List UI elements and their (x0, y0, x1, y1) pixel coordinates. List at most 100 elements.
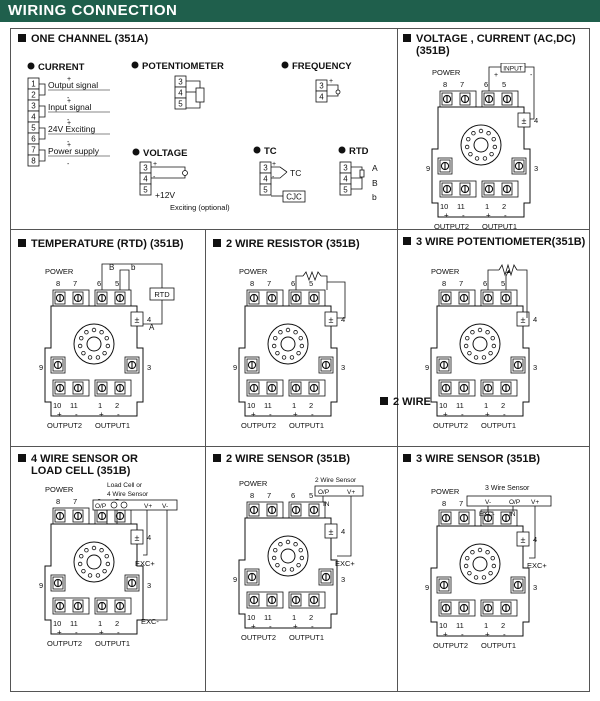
rtd-heading: RTD (349, 146, 369, 157)
socket-pin (465, 555, 470, 561)
socket-center (86, 336, 102, 352)
socket-pin (285, 539, 291, 545)
socket-pin (275, 350, 280, 356)
plus-sign: + (57, 628, 62, 637)
sensor-box (92, 499, 178, 511)
terminal-number: 2 (115, 401, 119, 410)
terminal-number: 7 (459, 279, 463, 288)
minus-sign: - (462, 211, 465, 220)
pot-heading: POTENTIOMETER (142, 61, 224, 72)
socket-pin (91, 545, 97, 551)
terminal-number: 3 (31, 102, 36, 111)
terminal-number: 4 (147, 315, 151, 324)
socket-pin (289, 355, 295, 360)
bracket-wire (39, 149, 46, 162)
terminal-number: 4 (341, 527, 345, 536)
socket-pin (477, 547, 483, 553)
output1-label: OUTPUT1 (481, 641, 516, 650)
socket-pin (102, 568, 107, 574)
rtd-terminal-5 (339, 183, 352, 196)
terminal-number: 3 (147, 581, 151, 590)
minus-sign: - (117, 628, 120, 637)
plus-sign: + (67, 98, 71, 105)
minus-sign: - (461, 630, 464, 639)
plus-sign: + (444, 211, 449, 220)
freq-heading: FREQUENCY (292, 61, 352, 72)
minus-sign: - (311, 410, 314, 419)
output2-label: OUTPUT2 (47, 421, 82, 430)
plus-sign: + (272, 161, 276, 168)
output1-label: OUTPUT1 (95, 421, 130, 430)
terminal-number: 3 (147, 363, 151, 372)
resistor-icon (302, 270, 322, 282)
current-heading: CURRENT (38, 62, 85, 73)
exc-minus-label: EXC- (479, 511, 495, 518)
plus-sign: + (251, 622, 256, 631)
plus-sign: + (67, 142, 71, 149)
socket-pin (285, 327, 291, 333)
terminal-number: 4 (178, 89, 183, 98)
socket-pin (104, 553, 109, 559)
minus-sign: - (530, 72, 533, 79)
plus-sign: + (443, 410, 448, 419)
socket-pin (95, 355, 101, 360)
terminal-number: 7 (31, 146, 36, 155)
socket-pin (298, 335, 303, 341)
terminal-number: 5 (31, 124, 36, 133)
terminal-number: 9 (425, 363, 429, 372)
minus-sign: - (67, 95, 70, 102)
terminal-number: 6 (97, 279, 101, 288)
terminal-4-symbol: ± (135, 533, 140, 543)
voltage-wire (151, 175, 186, 179)
terminal-4-box (324, 523, 338, 539)
pot-wire (517, 269, 528, 318)
terminal-number: 7 (267, 491, 271, 500)
plus-sign: + (485, 630, 490, 639)
terminal-4-box (130, 529, 144, 545)
terminal-number: 8 (442, 499, 446, 508)
tc-terminal-5 (259, 183, 272, 196)
sensor-label: 3 Wire Sensor (485, 485, 530, 492)
output2-label: OUTPUT2 (433, 421, 468, 430)
socket-pin (477, 327, 483, 333)
output2-label: OUTPUT2 (47, 639, 82, 648)
current-terminal-8 (27, 154, 40, 167)
module-four-wire: ±POWER8765493101112+-+-OUTPUT2OUTPUT1Loa… (39, 482, 178, 648)
sensor-wire (337, 496, 352, 557)
minus-sign: - (67, 161, 70, 168)
socket-pin (84, 330, 89, 335)
socket-pin (102, 350, 107, 356)
terminal-number: 4 (147, 533, 151, 542)
bullet-circle-icon (131, 61, 139, 69)
socket-pin (468, 151, 473, 157)
voltage-heading: VOLTAGE (143, 148, 188, 159)
freq-wire (327, 94, 339, 97)
terminal-number: 5 (502, 80, 506, 89)
terminal-4-box (517, 112, 531, 128)
minus-sign: - (272, 174, 275, 181)
plus-sign: + (329, 78, 333, 85)
voltage-source-icon (182, 170, 188, 176)
socket-pin (99, 548, 104, 553)
output2-label: OUTPUT2 (433, 641, 468, 650)
terminal-number: 2 (502, 202, 506, 211)
freq-wire (327, 84, 339, 90)
lc-wire (143, 510, 148, 556)
sensor-box (314, 485, 364, 497)
terminal-4-symbol: ± (329, 315, 334, 325)
terminal-number: 11 (456, 401, 464, 410)
title-three-wire-sensor: 3 WIRE SENSOR (351B) (403, 453, 540, 465)
bullet-square-icon (213, 239, 221, 247)
socket-pin (467, 350, 472, 356)
plus-sign: + (99, 410, 104, 419)
minus-sign: - (75, 410, 78, 419)
resistor-wire (327, 281, 346, 319)
wiper-arrow-icon (506, 270, 510, 273)
terminal-number: 11 (70, 401, 78, 410)
terminal-number: 3 (319, 82, 324, 91)
sensor-col-label: V- (162, 503, 168, 510)
rtd-element-icon (359, 169, 365, 178)
output2-label: OUTPUT2 (241, 633, 276, 642)
